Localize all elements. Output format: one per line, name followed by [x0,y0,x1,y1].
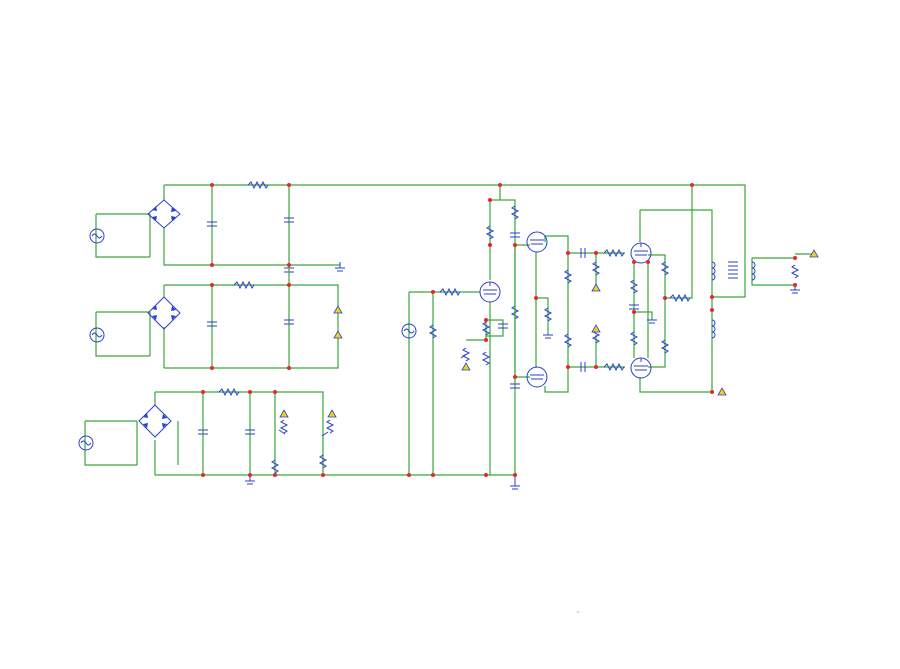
ac-source-icon [89,327,105,343]
output-stage [629,185,819,396]
ground-icon [335,262,345,272]
power-supply-1 [89,180,746,298]
output-marker-icon [717,249,819,396]
ground-icon [543,334,553,339]
output-marker-icon [279,409,337,418]
capacitor-icon [580,248,586,372]
resistor-icon [218,387,240,397]
ground-icon [647,285,800,324]
resistor-icon [247,180,269,190]
output-marker-icon [591,283,601,333]
capacitor-icon [207,319,294,327]
power-supply-3 [78,387,515,485]
capacitor-icon [198,429,255,435]
resistor-icon [233,280,255,290]
vacuum-tube-icon [630,357,652,379]
potentiometer-icon [270,419,335,474]
ground-icon [510,475,520,490]
resistor-icon [428,205,520,366]
input-stage [401,185,520,490]
capacitor-icon [629,304,639,310]
vacuum-tube-icon [526,366,548,388]
vacuum-tube-icon [479,281,501,303]
filter-capacitor-icon [207,221,217,227]
output-marker-icon [333,305,343,339]
power-supply-2 [89,265,343,369]
output-marker-icon [461,362,471,371]
bridge-rectifier-icon [147,296,181,330]
capacitor-icon [498,232,520,389]
inductor-icon [711,261,716,339]
junction-dots [201,183,797,477]
ac-source-icon [78,435,94,451]
resistor-icon [629,261,800,354]
potentiometer-icon [460,347,471,362]
stray-dot [577,611,579,613]
vacuum-tube-icon [526,231,548,253]
ac-source-icon [89,228,105,244]
phase-splitter [514,231,625,393]
bridge-rectifier-icon [147,199,181,229]
ac-source-icon [401,323,417,339]
transformer-icon [728,261,756,281]
vacuum-tube-icon [630,242,652,264]
bridge-rectifier-icon [138,404,172,438]
resistor-icon [543,248,625,372]
